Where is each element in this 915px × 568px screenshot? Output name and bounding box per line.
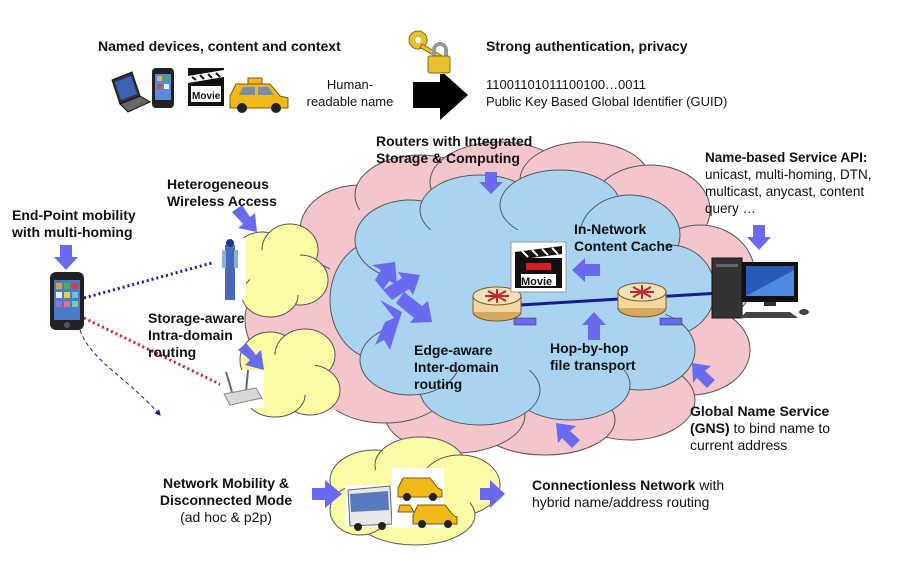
adhoc-taxi-icons <box>392 468 458 528</box>
arrow-api <box>747 225 771 250</box>
cell-tower-icon <box>214 238 246 300</box>
arrow-storage <box>238 343 264 370</box>
named-devices-label: Named devices, content and context <box>98 38 341 54</box>
gns-line-2: (GNS) to bind name to <box>690 420 830 437</box>
hop-line-1: Hop-by-hop <box>550 340 629 356</box>
edge-aware-label: Edge-aware Inter-domain routing <box>414 342 499 393</box>
routers-label: Routers with Integrated Storage & Comput… <box>376 133 532 167</box>
endpoint-phone-icon <box>50 272 84 330</box>
mobility-path-arrow <box>79 329 161 416</box>
hop-line-2: file transport <box>550 357 636 373</box>
arrow-routers <box>479 172 503 194</box>
router-left-icon <box>472 286 537 326</box>
arrow-endpoint <box>54 245 78 270</box>
edge-line-3: routing <box>414 376 463 392</box>
gns-label: Global Name Service (GNS) to bind name t… <box>690 403 830 454</box>
strong-auth-label: Strong authentication, privacy <box>486 38 688 54</box>
header-movie-text: Movie <box>192 91 221 102</box>
header-phone-icon <box>152 68 174 108</box>
hetero-line-2: Wireless Access <box>167 193 277 209</box>
taxi-bottom <box>412 504 458 528</box>
conn-bold: Connectionless Network <box>532 477 696 493</box>
routers-line-2: Storage & Computing <box>376 150 520 166</box>
header-taxi-icon <box>229 77 289 113</box>
router-right-icon <box>617 282 683 326</box>
laptop-icon <box>111 71 152 113</box>
taxi-middle <box>397 504 415 513</box>
endpoint-line-2: with multi-homing <box>12 224 133 240</box>
edge-line-1: Edge-aware <box>414 342 493 358</box>
api-line-4: query … <box>705 201 757 216</box>
arrow-gns <box>692 363 715 388</box>
gns-line-1: Global Name Service <box>690 403 830 419</box>
arrow-conn <box>556 423 580 448</box>
gns-abbrev: (GNS) <box>690 420 730 436</box>
routers-line-1: Routers with Integrated <box>376 133 533 149</box>
hetero-line-1: Heterogeneous <box>167 176 269 192</box>
human-line-2: readable name <box>306 94 394 109</box>
api-line-2: unicast, multi-homing, DTN, <box>705 167 872 182</box>
netmob-line-1: Network Mobility & <box>162 475 289 491</box>
cache-line-2: Content Cache <box>574 238 673 254</box>
name-to-guid-arrow <box>413 70 468 120</box>
wifi-router-icon <box>220 369 264 408</box>
cache-movie-text: Movie <box>521 276 553 288</box>
blue-arrows <box>54 172 771 508</box>
connectionless-label: Connectionless Network with hybrid name/… <box>532 477 724 511</box>
storage-line-2: Intra-domain <box>148 327 233 343</box>
arrow-hetero <box>232 205 257 232</box>
hetero-wireless-label: Heterogeneous Wireless Access <box>167 176 277 210</box>
blue-dotted-link <box>83 256 231 300</box>
cache-line-1: In-Network <box>574 221 647 237</box>
endpoint-line-1: End-Point mobility <box>12 207 136 223</box>
network-mobility-label: Network Mobility & Disconnected Mode (ad… <box>136 475 316 526</box>
taxi-top <box>397 477 443 501</box>
conn-rest: with <box>695 477 725 493</box>
storage-line-3: routing <box>148 344 197 360</box>
content-cache-label: In-Network Content Cache <box>574 221 673 255</box>
four-way-arrow <box>372 262 432 350</box>
hop-by-hop-label: Hop-by-hop file transport <box>550 340 636 374</box>
api-title: Name-based Service API: <box>705 150 868 165</box>
key-lock-icon <box>398 28 452 74</box>
gns-rest: to bind name to <box>729 420 831 436</box>
guid-label: Public Key Based Global Identifier (GUID… <box>486 94 728 109</box>
arrow-cache <box>572 258 600 282</box>
edge-line-2: Inter-domain <box>414 359 499 375</box>
netmob-line-3: (ad hoc & p2p) <box>180 509 272 525</box>
desktop-computer-icon <box>711 257 809 319</box>
api-line-3: multicast, anycast, content <box>705 184 865 199</box>
conn-line-1: Connectionless Network with <box>532 477 724 494</box>
netmob-line-2: Disconnected Mode <box>159 492 293 508</box>
header-movie-icon <box>188 68 224 106</box>
cache-clapperboard-icon <box>510 241 567 293</box>
human-line-1: Human- <box>326 77 374 92</box>
arrow-adhoc-out <box>480 480 505 508</box>
conn-line-2: hybrid name/address routing <box>532 494 710 510</box>
storage-line-1: Storage-aware <box>148 310 245 326</box>
storage-aware-label: Storage-aware Intra-domain routing <box>148 310 244 361</box>
guid-bits: 11001101011100100…0011 <box>486 77 647 92</box>
bus-icon <box>345 485 395 531</box>
gns-line-3: current address <box>690 437 788 453</box>
human-readable-name-label: Human- readable name <box>300 76 400 110</box>
arrow-netmob <box>312 480 342 508</box>
endpoint-mobility-label: End-Point mobility with multi-homing <box>12 207 136 241</box>
arrow-hop <box>582 312 606 340</box>
wireless-access-cloud <box>231 223 329 318</box>
service-api-label: Name-based Service API: unicast, multi-h… <box>705 149 872 217</box>
